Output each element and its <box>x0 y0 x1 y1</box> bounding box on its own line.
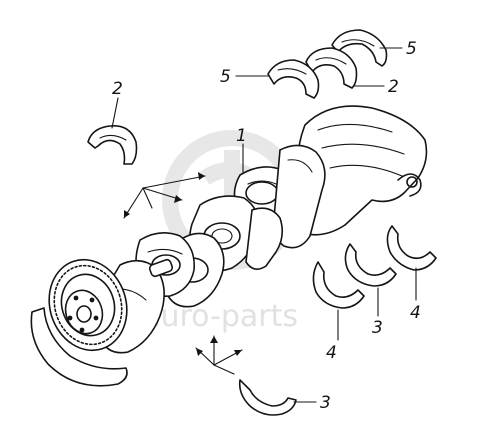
bearing-shell-2-right <box>305 47 358 89</box>
bearing-shell-5-top <box>331 29 388 67</box>
callout-5-mid: 5 <box>220 67 231 87</box>
bearing-shell-4-right <box>386 225 437 271</box>
watermark-text: euro-parts <box>142 299 298 334</box>
timing-gear <box>48 258 128 352</box>
bearing-shell-3-bottom <box>238 379 297 416</box>
direction-arrows-upper <box>123 172 206 219</box>
callout-2-right: 2 <box>388 77 399 97</box>
bearing-shell-2-left <box>87 125 138 165</box>
bearing-shell-5-mid <box>267 59 320 99</box>
callout-4-left: 4 <box>326 343 337 363</box>
leader-lines <box>111 47 417 403</box>
direction-arrows-lower <box>195 335 243 375</box>
callout-1: 1 <box>236 126 247 146</box>
callout-3-right: 3 <box>372 318 383 338</box>
callout-4-right: 4 <box>410 303 421 323</box>
callout-5-top: 5 <box>406 39 417 59</box>
front-counterweight <box>30 307 128 387</box>
callout-3-bottom: 3 <box>320 393 331 413</box>
bearing-shell-3-right <box>344 243 397 287</box>
bearing-shell-4-left <box>312 261 365 309</box>
callout-2-left: 2 <box>112 79 123 99</box>
